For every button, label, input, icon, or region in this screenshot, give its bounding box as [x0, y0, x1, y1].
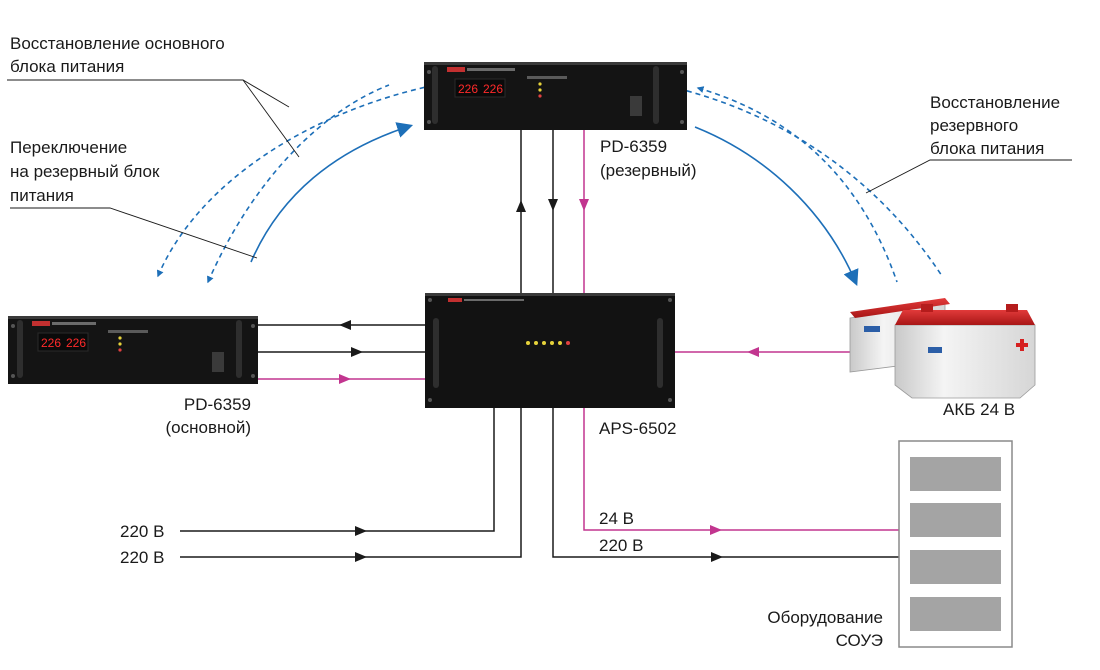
label-battery: АКБ 24 В	[943, 400, 1015, 419]
label-pd-main-role: (основной)	[166, 418, 252, 437]
pd-reserve-display-left: 226	[458, 82, 478, 96]
pd-reserve-rack: 226 226	[424, 62, 687, 130]
labels: Восстановление основного блока питания П…	[10, 34, 1060, 650]
pd-main-display-left: 226	[41, 336, 61, 350]
transition-arcs	[156, 72, 943, 286]
dc-arrowheads	[339, 199, 759, 535]
arc-right-dashed	[696, 86, 898, 283]
arrowhead-input1	[355, 526, 367, 536]
arrowhead-left	[339, 320, 351, 330]
label-equipment-1: Оборудование	[767, 608, 883, 627]
arc-left-dashed	[207, 84, 390, 284]
arrowhead-out-220v	[711, 552, 723, 562]
pd-main-display-right: 226	[66, 336, 86, 350]
wire-input1	[180, 408, 495, 532]
pd-reserve-display-right: 226	[483, 82, 503, 96]
label-restore-reserve-2: резервного	[930, 116, 1018, 135]
label-aps-model: APS-6502	[599, 419, 677, 438]
arrowhead-right-1	[351, 347, 363, 357]
label-restore-reserve-3: блока питания	[930, 139, 1044, 158]
label-out-220v: 220 В	[599, 536, 643, 555]
ac-wires	[180, 130, 899, 558]
label-pd-main-model: PD-6359	[184, 395, 251, 414]
label-restore-main-1: Восстановление основного	[10, 34, 225, 53]
wire-out-220v	[552, 408, 899, 558]
ac-arrowheads	[339, 199, 723, 562]
label-restore-reserve-1: Восстановление	[930, 93, 1060, 112]
wire-out-24v	[583, 408, 899, 531]
arrowhead-down	[548, 199, 558, 211]
label-switch-3: питания	[10, 186, 74, 205]
label-equipment-2: СОУЭ	[836, 631, 883, 650]
arc-outer-dashed	[156, 72, 943, 278]
wire-input2	[180, 408, 522, 558]
battery-front	[894, 304, 1036, 399]
label-input-2: 220 В	[120, 548, 164, 567]
equipment-cabinet	[898, 440, 1013, 648]
arc-left-solid	[250, 122, 414, 263]
pd-main-rack: 226 226	[8, 316, 258, 384]
label-out-24v: 24 В	[599, 509, 634, 528]
label-pd-reserve-role: (резервный)	[600, 161, 697, 180]
arrowhead-input2	[355, 552, 367, 562]
label-pd-reserve-model: PD-6359	[600, 137, 667, 156]
arc-right-solid	[694, 126, 859, 286]
aps-rack	[425, 293, 675, 408]
label-input-1: 220 В	[120, 522, 164, 541]
label-switch-1: Переключение	[10, 138, 127, 157]
label-switch-2: на резервный блок	[10, 162, 160, 181]
arrowhead-up	[516, 200, 526, 212]
leader-lines	[7, 79, 1072, 259]
label-restore-main-2: блока питания	[10, 57, 124, 76]
